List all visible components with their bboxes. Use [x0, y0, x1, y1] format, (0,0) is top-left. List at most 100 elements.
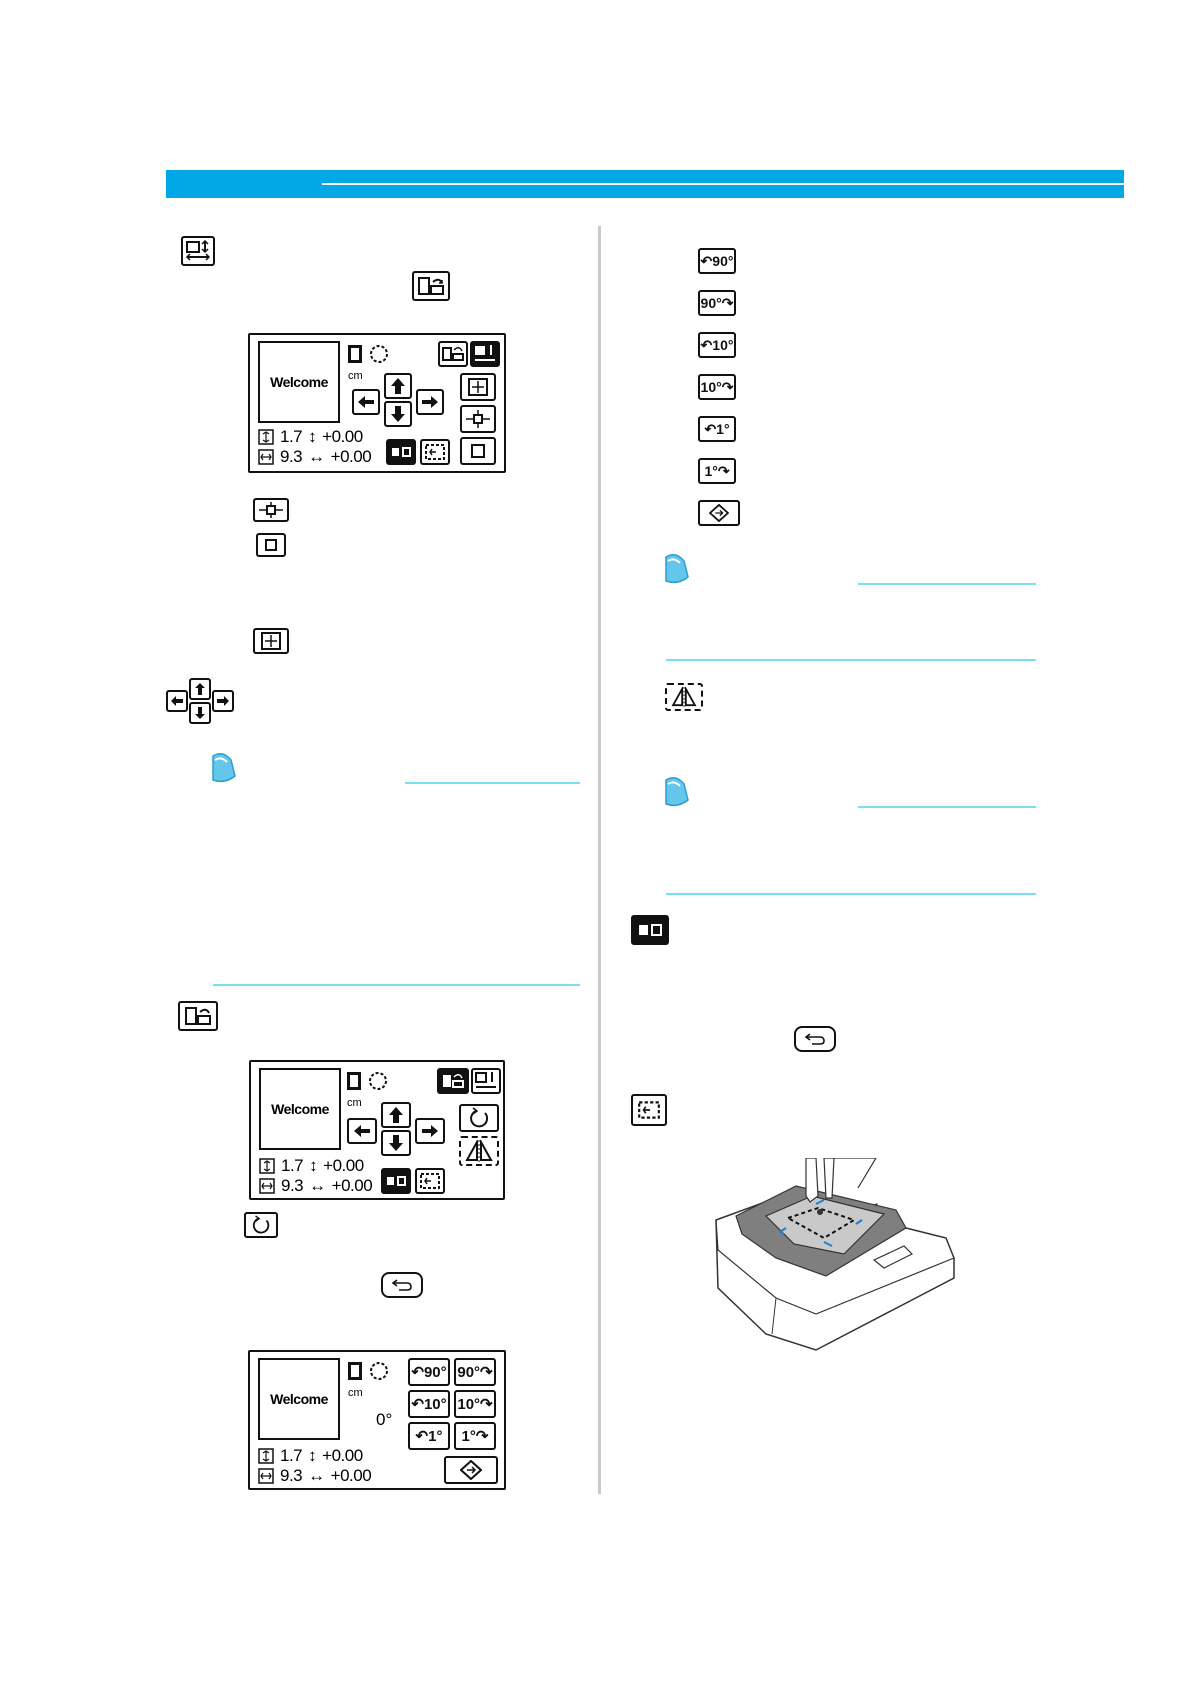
arrow-right-button[interactable] [415, 1118, 445, 1144]
width-value: 9.3 [281, 1176, 304, 1195]
rotate-right-10-icon: 10°↷ [698, 374, 736, 400]
rotate-left-1-label: 1° [428, 1427, 443, 1445]
size-mode-button[interactable] [470, 341, 500, 367]
lcd-screen-rotate: Welcome cm 1.7 ↕ +0.00 9.3 ↔ +0.00 [249, 1060, 505, 1200]
rotate-icon [244, 1212, 278, 1238]
column-divider [598, 226, 601, 1494]
rotate-left-10-label: 10° [423, 1395, 447, 1413]
size-mode-icon [181, 236, 215, 266]
unit-label: cm [347, 1097, 362, 1109]
width-value: 9.3 [280, 1466, 303, 1485]
arrow-left-icon [166, 690, 188, 712]
preview-text: Welcome [270, 374, 328, 390]
width-icon [259, 1178, 275, 1194]
memo-bottom-rule [666, 659, 1036, 661]
frame-check-button[interactable] [420, 439, 450, 465]
rotate-screen-button[interactable] [438, 341, 468, 367]
height-icon [258, 429, 274, 445]
pattern-preview: Welcome [259, 1068, 341, 1150]
trial-button[interactable] [386, 439, 416, 465]
rotate-left-90-label: 90° [423, 1363, 447, 1381]
width-offset: +0.00 [330, 1466, 372, 1485]
height-value: 1.7 [280, 1446, 303, 1465]
back-icon [381, 1272, 423, 1298]
rotate-right-10-icon-label: 10° [700, 379, 722, 395]
machine-bobbin-icon [348, 345, 388, 363]
height-icon [258, 1448, 274, 1464]
arrow-left-button[interactable] [347, 1118, 377, 1144]
rotate-right-90-label: 90° [457, 1363, 481, 1381]
vertical-arrow-icon: ↕ [309, 1156, 318, 1175]
arrow-up-button[interactable] [384, 373, 412, 399]
arrow-keys-icon [166, 678, 234, 726]
rotate-left-90-icon: ↶90° [698, 248, 736, 274]
arrow-left-button[interactable] [352, 389, 380, 415]
rotate-right-10-label: 10° [457, 1395, 481, 1413]
mirror-button[interactable] [459, 1136, 499, 1166]
height-offset: +0.00 [322, 1446, 363, 1465]
pattern-preview: Welcome [258, 1358, 340, 1440]
width-icon [258, 1468, 274, 1484]
trial-icon [631, 915, 669, 945]
horizontal-arrow-icon: ↔ [309, 1176, 326, 1195]
reset-icon [256, 533, 286, 557]
rotate-screen-button[interactable] [437, 1068, 469, 1094]
memo-bell-icon [665, 554, 689, 584]
width-offset: +0.00 [331, 1176, 373, 1195]
enlarge-button[interactable] [460, 373, 496, 401]
center-icon [253, 498, 289, 522]
width-offset: +0.00 [330, 447, 372, 466]
enlarge-icon [253, 628, 289, 654]
size-values: 1.7 ↕ +0.00 9.3 ↔ +0.00 [258, 1446, 372, 1486]
rotate-ok-button[interactable] [444, 1456, 498, 1484]
reset-button[interactable] [460, 437, 496, 465]
arrow-up-button[interactable] [381, 1102, 411, 1128]
width-icon [258, 449, 274, 465]
back-icon [794, 1026, 836, 1052]
center-button[interactable] [460, 405, 496, 433]
rotate-right-1-button[interactable]: 1°↷ [454, 1422, 496, 1450]
angle-readout: 0° [376, 1410, 393, 1429]
height-offset: +0.00 [322, 427, 363, 446]
rotate-left-10-button[interactable]: ↶10° [408, 1390, 450, 1418]
unit-label: cm [348, 1387, 363, 1399]
memo-bottom-rule [213, 984, 580, 986]
size-values: 1.7 ↕ +0.00 9.3 ↔ +0.00 [259, 1156, 373, 1196]
memo-top-rule [858, 806, 1036, 808]
memo-bell-icon [212, 753, 236, 783]
arrow-right-button[interactable] [416, 389, 444, 415]
size-mode-button[interactable] [471, 1068, 501, 1094]
arrow-down-button[interactable] [384, 401, 412, 427]
machine-bobbin-icon [347, 1072, 387, 1090]
mirror-icon [665, 683, 703, 711]
embroidery-frame-illustration [715, 1158, 955, 1351]
rotate-left-10-icon: ↶10° [698, 332, 736, 358]
pattern-preview: Welcome [258, 341, 340, 423]
memo-top-rule [405, 782, 580, 784]
rotate-right-90-icon: 90°↷ [698, 290, 736, 316]
memo-top-rule [858, 583, 1036, 585]
machine-bobbin-icon [348, 1362, 388, 1380]
rotate-right-1-icon: 1°↷ [698, 458, 736, 484]
lcd-screen-rotate-angle: Welcome cm 0° ↶90° 90°↷ ↶10° 10°↷ ↶1° 1°… [248, 1350, 506, 1490]
height-icon [259, 1158, 275, 1174]
rotate-right-1-label: 1° [461, 1427, 476, 1445]
trial-button[interactable] [381, 1168, 411, 1194]
height-value: 1.7 [280, 427, 303, 446]
horizontal-arrow-icon: ↔ [308, 1466, 325, 1485]
rotate-left-1-button[interactable]: ↶1° [408, 1422, 450, 1450]
preview-text: Welcome [270, 1391, 328, 1407]
frame-check-button[interactable] [415, 1168, 445, 1194]
rotate-left-1-icon: ↶1° [698, 416, 736, 442]
rotate-button[interactable] [459, 1104, 499, 1132]
size-values: 1.7 ↕ +0.00 9.3 ↔ +0.00 [258, 427, 372, 467]
lcd-screen-size: Welcome cm 1.7 ↕ +0.00 9.3 ↔ +0.00 [248, 333, 506, 473]
height-value: 1.7 [281, 1156, 304, 1175]
rotate-right-10-button[interactable]: 10°↷ [454, 1390, 496, 1418]
rotate-screen-icon-2 [178, 1001, 218, 1031]
section-header-line [322, 183, 1124, 185]
arrow-down-button[interactable] [381, 1130, 411, 1156]
unit-label: cm [348, 370, 363, 382]
rotate-right-90-button[interactable]: 90°↷ [454, 1358, 496, 1386]
rotate-left-90-button[interactable]: ↶90° [408, 1358, 450, 1386]
